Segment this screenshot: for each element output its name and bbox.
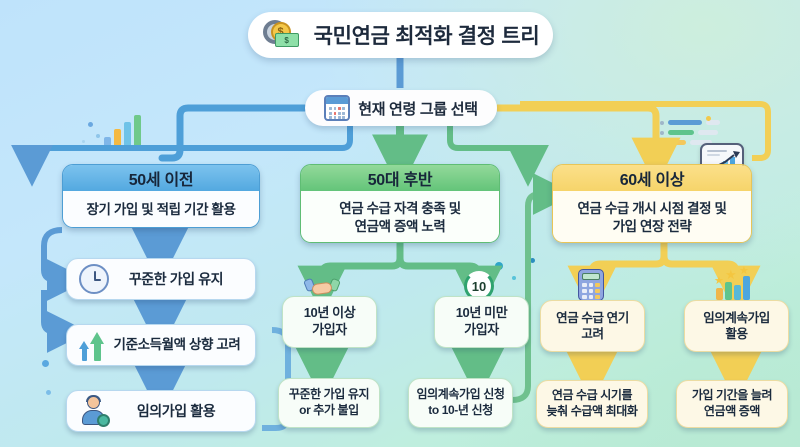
person-gear-icon xyxy=(77,394,111,428)
item-blue-2[interactable]: 기준소득월액 상향 고려 xyxy=(66,324,256,366)
outcome-green-2-label: 임의계속가입 신청 to 10-년 신청 xyxy=(416,387,505,417)
branch-header-late-50s: 50대 후반 xyxy=(301,165,499,191)
item-yellow-2[interactable]: 임의계속가입 활용 xyxy=(684,300,789,352)
outcome-green-1[interactable]: 꾸준한 가입 유지 or 추가 불입 xyxy=(278,378,380,428)
outcome-yellow-2-label: 가입 기간을 늘려 연금액 증액 xyxy=(691,388,773,418)
item-blue-2-label: 기준소득월액 상향 고려 xyxy=(113,337,241,353)
branch-card-under-50[interactable]: 50세 이전 장기 가입 및 적립 기간 활용 xyxy=(62,164,260,228)
item-green-1[interactable]: 10년 이상 가입자 xyxy=(282,296,377,348)
branch-body-under-50: 장기 가입 및 적립 기간 활용 xyxy=(63,191,259,227)
item-green-2[interactable]: 10년 미만 가입자 xyxy=(434,296,529,348)
outcome-yellow-1-label: 연금 수급 시기를 늦춰 수급액 최대화 xyxy=(546,388,638,418)
item-yellow-1-label: 연금 수급 연기 고려 xyxy=(556,310,629,341)
item-green-1-label: 10년 이상 가입자 xyxy=(303,305,356,337)
calendar-icon xyxy=(324,95,351,121)
outcome-green-1-label: 꾸준한 가입 유지 or 추가 불입 xyxy=(288,387,370,417)
item-yellow-2-label: 임의계속가입 활용 xyxy=(703,310,770,341)
gear-coin-icon: $ $ xyxy=(262,18,304,52)
clock-icon xyxy=(77,262,111,296)
page-title: $ $ 국민연금 최적화 결정 트리 xyxy=(248,12,553,58)
item-blue-3[interactable]: 임의가입 활용 xyxy=(66,390,256,432)
item-green-2-label: 10년 미만 가입자 xyxy=(455,305,508,337)
branch-body-over-60: 연금 수급 개시 시점 결정 및 가입 연장 전략 xyxy=(553,191,751,242)
up-arrows-icon xyxy=(77,328,111,362)
item-yellow-1[interactable]: 연금 수급 연기 고려 xyxy=(540,300,645,352)
branch-header-over-60: 60세 이상 xyxy=(553,165,751,191)
root-node[interactable]: 현재 연령 그룹 선택 xyxy=(305,90,497,126)
branch-header-under-50: 50세 이전 xyxy=(63,165,259,191)
outcome-green-2[interactable]: 임의계속가입 신청 to 10-년 신청 xyxy=(408,378,513,428)
outcome-yellow-2[interactable]: 가입 기간을 늘려 연금액 증액 xyxy=(676,380,788,428)
calculator-icon xyxy=(574,268,614,304)
branch-card-late-50s[interactable]: 50대 후반 연금 수급 자격 충족 및 연금액 증액 노력 xyxy=(300,164,500,243)
item-blue-3-label: 임의가입 활용 xyxy=(136,402,216,419)
branch-card-over-60[interactable]: 60세 이상 연금 수급 개시 시점 결정 및 가입 연장 전략 xyxy=(552,164,752,243)
branch-body-late-50s: 연금 수급 자격 충족 및 연금액 증액 노력 xyxy=(301,191,499,242)
root-node-label: 현재 연령 그룹 선택 xyxy=(358,100,478,118)
page-title-text: 국민연금 최적화 결정 트리 xyxy=(313,25,540,48)
item-blue-1-label: 꾸준한 가입 유지 xyxy=(128,270,224,287)
item-blue-1[interactable]: 꾸준한 가입 유지 xyxy=(66,258,256,300)
stars-bars-icon: ★ ★ ★ xyxy=(714,266,754,302)
outcome-yellow-1[interactable]: 연금 수급 시기를 늦춰 수급액 최대화 xyxy=(536,380,648,428)
